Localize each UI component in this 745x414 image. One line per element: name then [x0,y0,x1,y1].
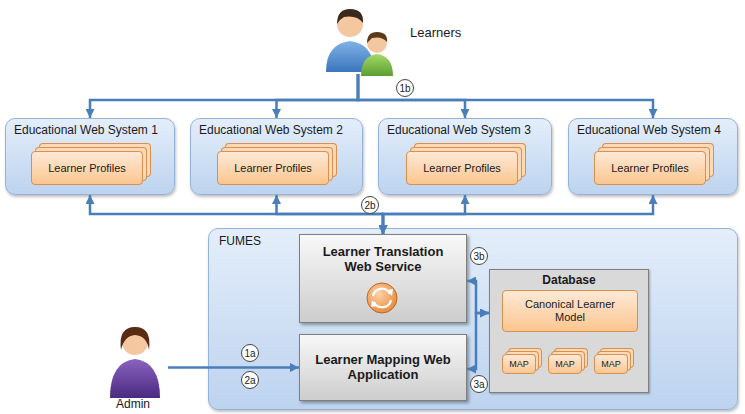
application-box: Learner Mapping Web Application [299,334,467,401]
node-text: Learner Profiles [234,162,312,175]
person-hair [121,327,150,350]
system-box: Educational Web System 3 Learner Profiles [378,118,552,195]
connector-arrow [358,74,465,118]
model-box: Canonical Learner Model [502,290,638,332]
node-text: Learner Profiles [423,162,501,175]
system-box: Educational Web System 2 Learner Profiles [190,118,363,195]
node-text: Canonical Learner Model [525,298,615,323]
map-stack: MAP [548,354,582,374]
node-text: Educational Web System 4 [577,124,721,138]
node-text: Admin [88,398,178,412]
sync-arrow [373,289,390,296]
node-text: Learner Mapping Web Application [308,353,458,383]
profile-stack: Learner Profiles [217,151,329,185]
node-text: Learner Profiles [48,162,126,175]
callout-number: 2b [361,196,379,214]
callout-number: 1a [241,344,259,362]
node-text: MAP [509,359,529,369]
callout-number: 2a [241,371,259,389]
node-text: Educational Web System 2 [199,124,343,138]
node-text: Learner Translation Web Service [300,245,466,275]
connector-arrow [90,195,383,234]
connector-arrow [168,366,299,369]
node-text: Database [490,274,648,288]
connector-arrow [467,313,489,369]
node-text: Learner Profiles [611,162,689,175]
sync-arrow [371,300,377,307]
node-text: Learners [410,26,461,41]
sync-arrow [374,300,391,307]
person-hair [367,32,387,43]
system-box: Educational Web System 1 Learner Profiles [5,118,175,195]
person-body [110,359,160,398]
profile-stack: Learner Profiles [31,151,143,185]
node-text: MAP [555,359,575,369]
profile-stack: Learner Profiles [594,151,706,185]
person-body [361,54,393,76]
person-head [367,33,387,53]
connector-arrow [467,281,489,313]
connector-arrow [277,74,359,118]
connector-arrow [90,74,358,118]
node-text: FUMES [219,235,261,249]
connector-arrow [277,195,384,234]
connector-arrow [383,195,653,234]
node-text: MAP [601,359,621,369]
connector-arrow [358,74,653,118]
profile-stack: Learner Profiles [406,151,518,185]
map-stack: MAP [594,354,628,374]
database-box: DatabaseCanonical Learner ModelMAP MAP MAP [489,269,649,393]
map-stack: MAP [502,354,536,374]
node-text: Educational Web System 1 [14,124,158,138]
callout-number: 3a [470,375,488,393]
callout-number: 1b [396,79,414,97]
person-hair [337,9,363,24]
sync-arrow [387,289,393,296]
system-box: Educational Web System 4 Learner Profiles [568,118,738,195]
node-text: Educational Web System 3 [387,124,531,138]
callout-number: 3b [470,247,488,265]
sync-icon [367,283,397,313]
